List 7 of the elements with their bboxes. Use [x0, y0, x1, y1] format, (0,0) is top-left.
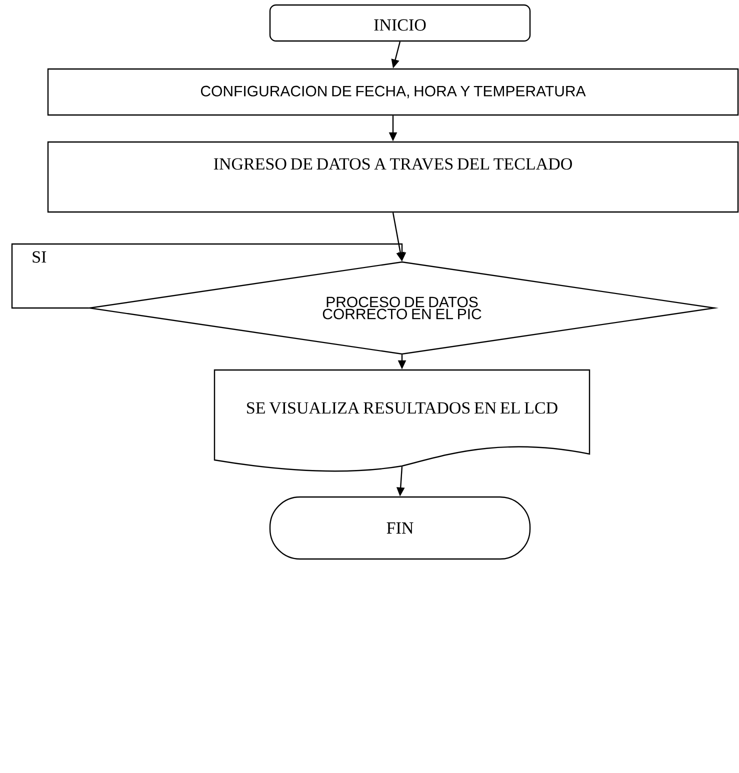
process-box: CONFIGURACION DE FECHA, HORA Y TEMPERATURA	[47, 68, 739, 116]
document-box: SE VISUALIZA RESULTADOS EN EL LCD	[214, 369, 590, 472]
arrow	[11, 243, 406, 309]
edge-label: SI	[32, 251, 46, 263]
end-terminal: FIN	[269, 496, 531, 560]
start-terminal: INICIO	[269, 4, 531, 42]
process-box: INGRESO DE DATOS A TRAVES DEL TECLADO	[47, 141, 739, 213]
